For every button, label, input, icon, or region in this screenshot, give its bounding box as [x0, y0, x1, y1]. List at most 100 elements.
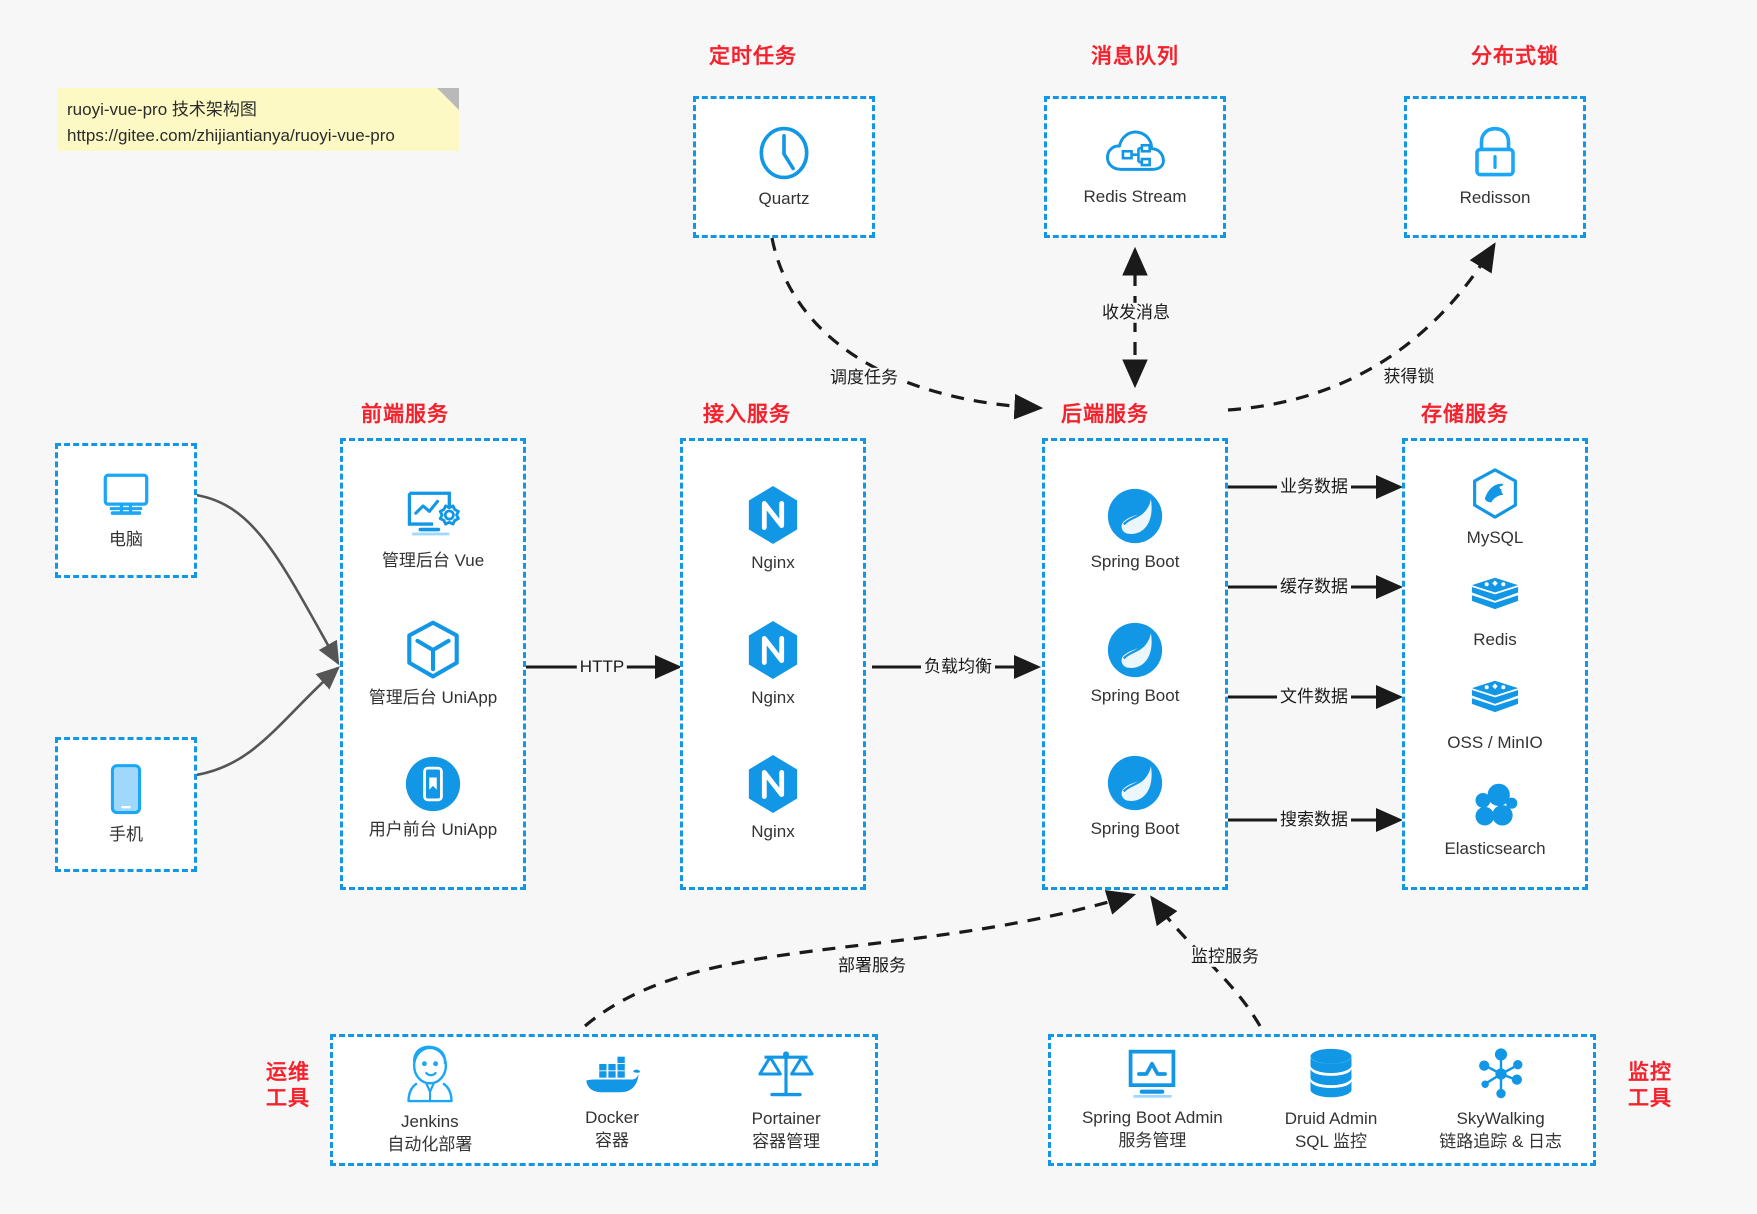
ops-title-line-2: 工具 [266, 1087, 310, 1111]
nginx-icon [745, 619, 801, 681]
monitor-chart-icon [1123, 1047, 1181, 1101]
sticky-note: ruoyi-vue-pro 技术架构图 https://gitee.com/zh… [57, 88, 459, 151]
node-sublabel: 容器管理 [752, 1132, 821, 1151]
database-stack-icon [1304, 1046, 1358, 1102]
node-quartz[interactable]: Quartz [755, 124, 813, 211]
redis-icon [1468, 575, 1522, 623]
group-box-ops-tools: Jenkins 自动化部署 Docker 容器 [330, 1034, 878, 1166]
section-title-message-queue: 消息队列 [1091, 45, 1179, 68]
group-box-monitor-tools: Spring Boot Admin 服务管理 Druid Admin SQL 监… [1048, 1034, 1596, 1166]
section-title-scheduled-task: 定时任务 [709, 45, 797, 68]
node-redisson[interactable]: Redisson [1459, 125, 1531, 210]
node-spring-boot-2[interactable]: Spring Boot [1090, 621, 1180, 708]
node-label: Spring Boot [1090, 685, 1180, 705]
node-label: SkyWalking [1456, 1109, 1545, 1129]
node-user-uniapp[interactable]: 用户前台 UniApp [369, 755, 497, 842]
node-nginx-2[interactable]: Nginx [745, 619, 801, 710]
jenkins-icon [402, 1043, 458, 1105]
section-title-frontend: 前端服务 [361, 403, 449, 426]
mobile-app-icon [404, 755, 462, 813]
monitor-title-line-1: 监控 [1628, 1061, 1672, 1084]
nginx-icon [745, 753, 801, 815]
node-label: Redisson [1459, 187, 1531, 207]
monitor-title-line-2: 工具 [1628, 1087, 1672, 1111]
node-nginx-3[interactable]: Nginx [745, 753, 801, 844]
node-portainer[interactable]: Portainer 容器管理 [752, 1046, 821, 1154]
spring-boot-icon [1106, 487, 1164, 545]
group-box-storage: MySQL Redis [1402, 438, 1588, 890]
edge-label-http: HTTP [576, 656, 628, 678]
node-druid-admin[interactable]: Druid Admin SQL 监控 [1285, 1046, 1377, 1154]
node-jenkins[interactable]: Jenkins 自动化部署 [387, 1043, 472, 1157]
group-box-scheduled-task: Quartz [693, 96, 875, 238]
node-spring-boot-admin[interactable]: Spring Boot Admin 服务管理 [1082, 1047, 1223, 1153]
node-sublabel: 容器 [595, 1131, 629, 1150]
node-label: 电脑 [109, 530, 143, 550]
node-mobile[interactable]: 手机 [106, 762, 146, 847]
node-label: 管理后台 Vue [381, 551, 485, 571]
node-label: Spring Boot [1090, 818, 1180, 838]
spring-boot-icon [1106, 754, 1164, 812]
clock-icon [755, 124, 813, 182]
node-label: 用户前台 UniApp [368, 819, 498, 839]
mysql-icon [1470, 467, 1520, 521]
node-spring-boot-1[interactable]: Spring Boot [1090, 487, 1180, 574]
edge-label-business-data: 业务数据 [1277, 476, 1351, 498]
note-line-2: https://gitee.com/zhijiantianya/ruoyi-vu… [67, 125, 395, 145]
section-title-backend: 后端服务 [1061, 403, 1149, 426]
node-docker[interactable]: Docker 容器 [581, 1047, 643, 1153]
note-line-1: ruoyi-vue-pro 技术架构图 [67, 100, 257, 119]
elasticsearch-icon [1468, 780, 1522, 832]
node-label: Nginx [751, 821, 795, 841]
cube-icon [403, 619, 463, 681]
ops-title-line-1: 运维 [266, 1061, 310, 1084]
node-label: MySQL [1466, 527, 1524, 547]
cloud-stream-icon [1104, 126, 1166, 180]
node-label: 手机 [109, 825, 143, 845]
node-label: Jenkins [401, 1112, 459, 1132]
group-box-gateway: Nginx Nginx Nginx [680, 438, 866, 890]
group-box-distributed-lock: Redisson [1404, 96, 1586, 238]
node-oss-minio[interactable]: OSS / MinIO [1447, 678, 1543, 755]
node-desktop[interactable]: 电脑 [97, 469, 155, 552]
edge-label-schedule-task: 调度任务 [827, 367, 901, 389]
section-title-distributed-lock: 分布式锁 [1471, 45, 1559, 68]
balance-scale-icon [757, 1046, 815, 1102]
edge-label-monitor-service: 监控服务 [1188, 946, 1262, 968]
node-label: Spring Boot Admin [1081, 1108, 1223, 1128]
node-redis[interactable]: Redis [1468, 575, 1522, 652]
padlock-icon [1468, 125, 1522, 181]
edge-label-load-balance: 负载均衡 [921, 656, 995, 678]
node-redis-stream[interactable]: Redis Stream [1084, 126, 1186, 209]
node-label: 管理后台 UniApp [368, 687, 498, 707]
spring-boot-icon [1106, 621, 1164, 679]
node-label: Nginx [751, 553, 795, 573]
node-skywalking[interactable]: SkyWalking 链路追踪 & 日志 [1439, 1046, 1562, 1154]
group-box-client-mobile: 手机 [55, 737, 197, 872]
section-title-ops-tools: 运维 工具 [258, 1060, 318, 1113]
node-label: Spring Boot [1090, 552, 1180, 572]
node-admin-vue[interactable]: 管理后台 Vue [382, 486, 484, 573]
network-nodes-icon [1473, 1046, 1529, 1102]
node-label: OSS / MinIO [1447, 732, 1543, 752]
node-mysql[interactable]: MySQL [1466, 467, 1524, 550]
node-sublabel: 链路追踪 & 日志 [1439, 1132, 1563, 1151]
node-elasticsearch[interactable]: Elasticsearch [1444, 780, 1546, 861]
mobile-phone-icon [106, 762, 146, 818]
node-admin-uniapp[interactable]: 管理后台 UniApp [369, 619, 497, 710]
node-sublabel: 服务管理 [1118, 1131, 1187, 1150]
node-nginx-1[interactable]: Nginx [745, 484, 801, 575]
node-label: Quartz [758, 188, 810, 208]
node-spring-boot-3[interactable]: Spring Boot [1090, 754, 1180, 841]
docker-whale-icon [581, 1047, 643, 1101]
node-label: Portainer [751, 1109, 821, 1129]
edge-label-acquire-lock: 获得锁 [1380, 366, 1438, 388]
node-sublabel: 自动化部署 [387, 1135, 473, 1154]
section-title-gateway: 接入服务 [703, 403, 791, 426]
edge-label-search-data: 搜索数据 [1277, 809, 1351, 831]
desktop-computer-icon [97, 469, 155, 523]
section-title-storage: 存储服务 [1421, 403, 1509, 426]
edge-label-file-data: 文件数据 [1277, 686, 1351, 708]
note-fold-corner [437, 88, 459, 110]
